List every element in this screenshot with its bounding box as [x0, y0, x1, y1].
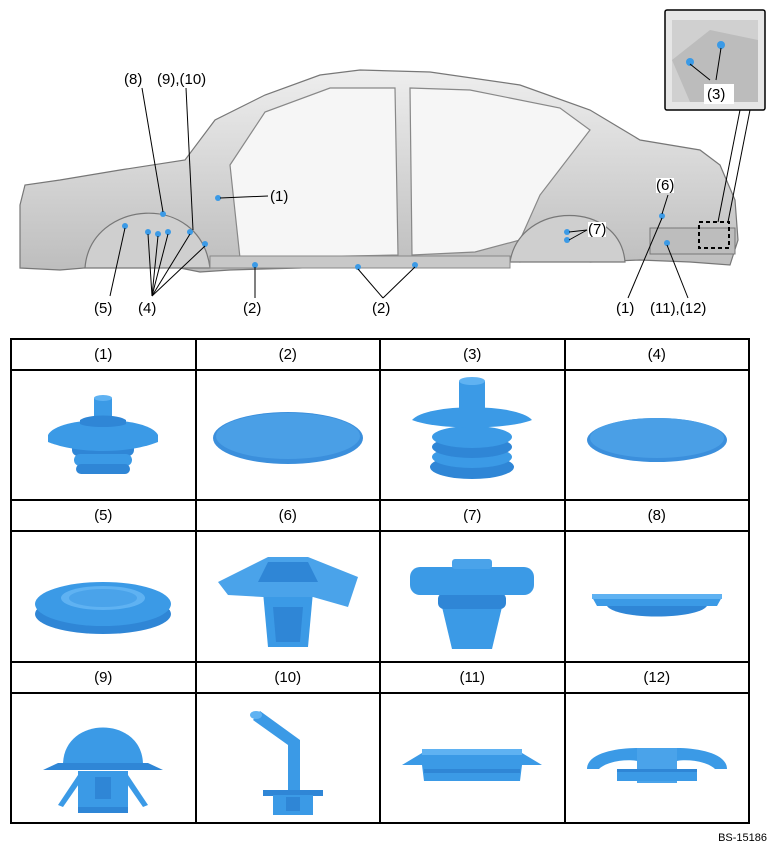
car-body-diagram [19, 9, 766, 299]
capped-plug-icon [410, 558, 535, 649]
dome-clip-icon [43, 727, 164, 814]
callout-1-front: (1) [270, 188, 289, 205]
lipped-grommet-icon [586, 747, 727, 783]
angled-tube-clip-icon [249, 711, 323, 816]
part-label: (10) [194, 660, 381, 694]
callout-7: (7) [588, 221, 607, 238]
part-cell [563, 369, 750, 502]
callout-4: (4) [138, 300, 157, 317]
callout-1-rear: (1) [616, 300, 635, 317]
flanged-grommet-icon [402, 748, 543, 781]
part-cell [10, 691, 197, 825]
callout-9-10: (9),(10) [157, 71, 207, 88]
part-label: (5) [10, 499, 197, 533]
part-cell [194, 691, 381, 825]
part-label: (1) [10, 337, 197, 372]
document-code: BS-15186 [718, 832, 767, 844]
part-label: (2) [194, 337, 381, 372]
part-cell [563, 691, 750, 825]
clip-plug-icon [217, 556, 358, 647]
callout-2-front: (2) [243, 300, 262, 317]
callout-11-12: (11),(12) [650, 300, 707, 317]
ribbed-plug-icon [412, 377, 533, 480]
part-cell [379, 369, 566, 502]
callout-5: (5) [94, 300, 113, 317]
callout-3: (3) [707, 86, 726, 103]
part-cell [379, 530, 566, 663]
thin-grommet-icon [591, 593, 722, 617]
plug-location-dots [122, 195, 670, 270]
part-cell [10, 530, 197, 663]
callout-6: (6) [656, 177, 675, 194]
part-cell [194, 530, 381, 663]
rear-door-opening [409, 87, 591, 256]
callout-2-mid: (2) [372, 300, 391, 317]
flat-oval-plug-icon [586, 418, 727, 463]
part-label: (9) [10, 660, 197, 694]
front-wheel-arch [84, 212, 211, 269]
part-label: (11) [379, 660, 566, 694]
flat-oval-plug-icon [212, 412, 363, 465]
part-label: (8) [563, 499, 750, 533]
inset-detail [664, 9, 766, 111]
part-label: (3) [379, 337, 566, 372]
round-flanged-plug-icon [35, 581, 172, 634]
detail-highlight-box [698, 221, 730, 249]
rear-frame-member [649, 227, 736, 255]
part-cell [563, 530, 750, 663]
stepped-plug-icon [48, 395, 159, 475]
callout-8: (8) [124, 71, 143, 88]
part-label: (12) [563, 660, 750, 694]
part-label: (4) [563, 337, 750, 372]
parts-table: (1) (2) (3) (4) [10, 337, 750, 825]
leader-lines [109, 87, 689, 299]
part-label: (6) [194, 499, 381, 533]
part-label: (7) [379, 499, 566, 533]
part-cell [379, 691, 566, 825]
part-cell [10, 369, 197, 502]
part-cell [194, 369, 381, 502]
